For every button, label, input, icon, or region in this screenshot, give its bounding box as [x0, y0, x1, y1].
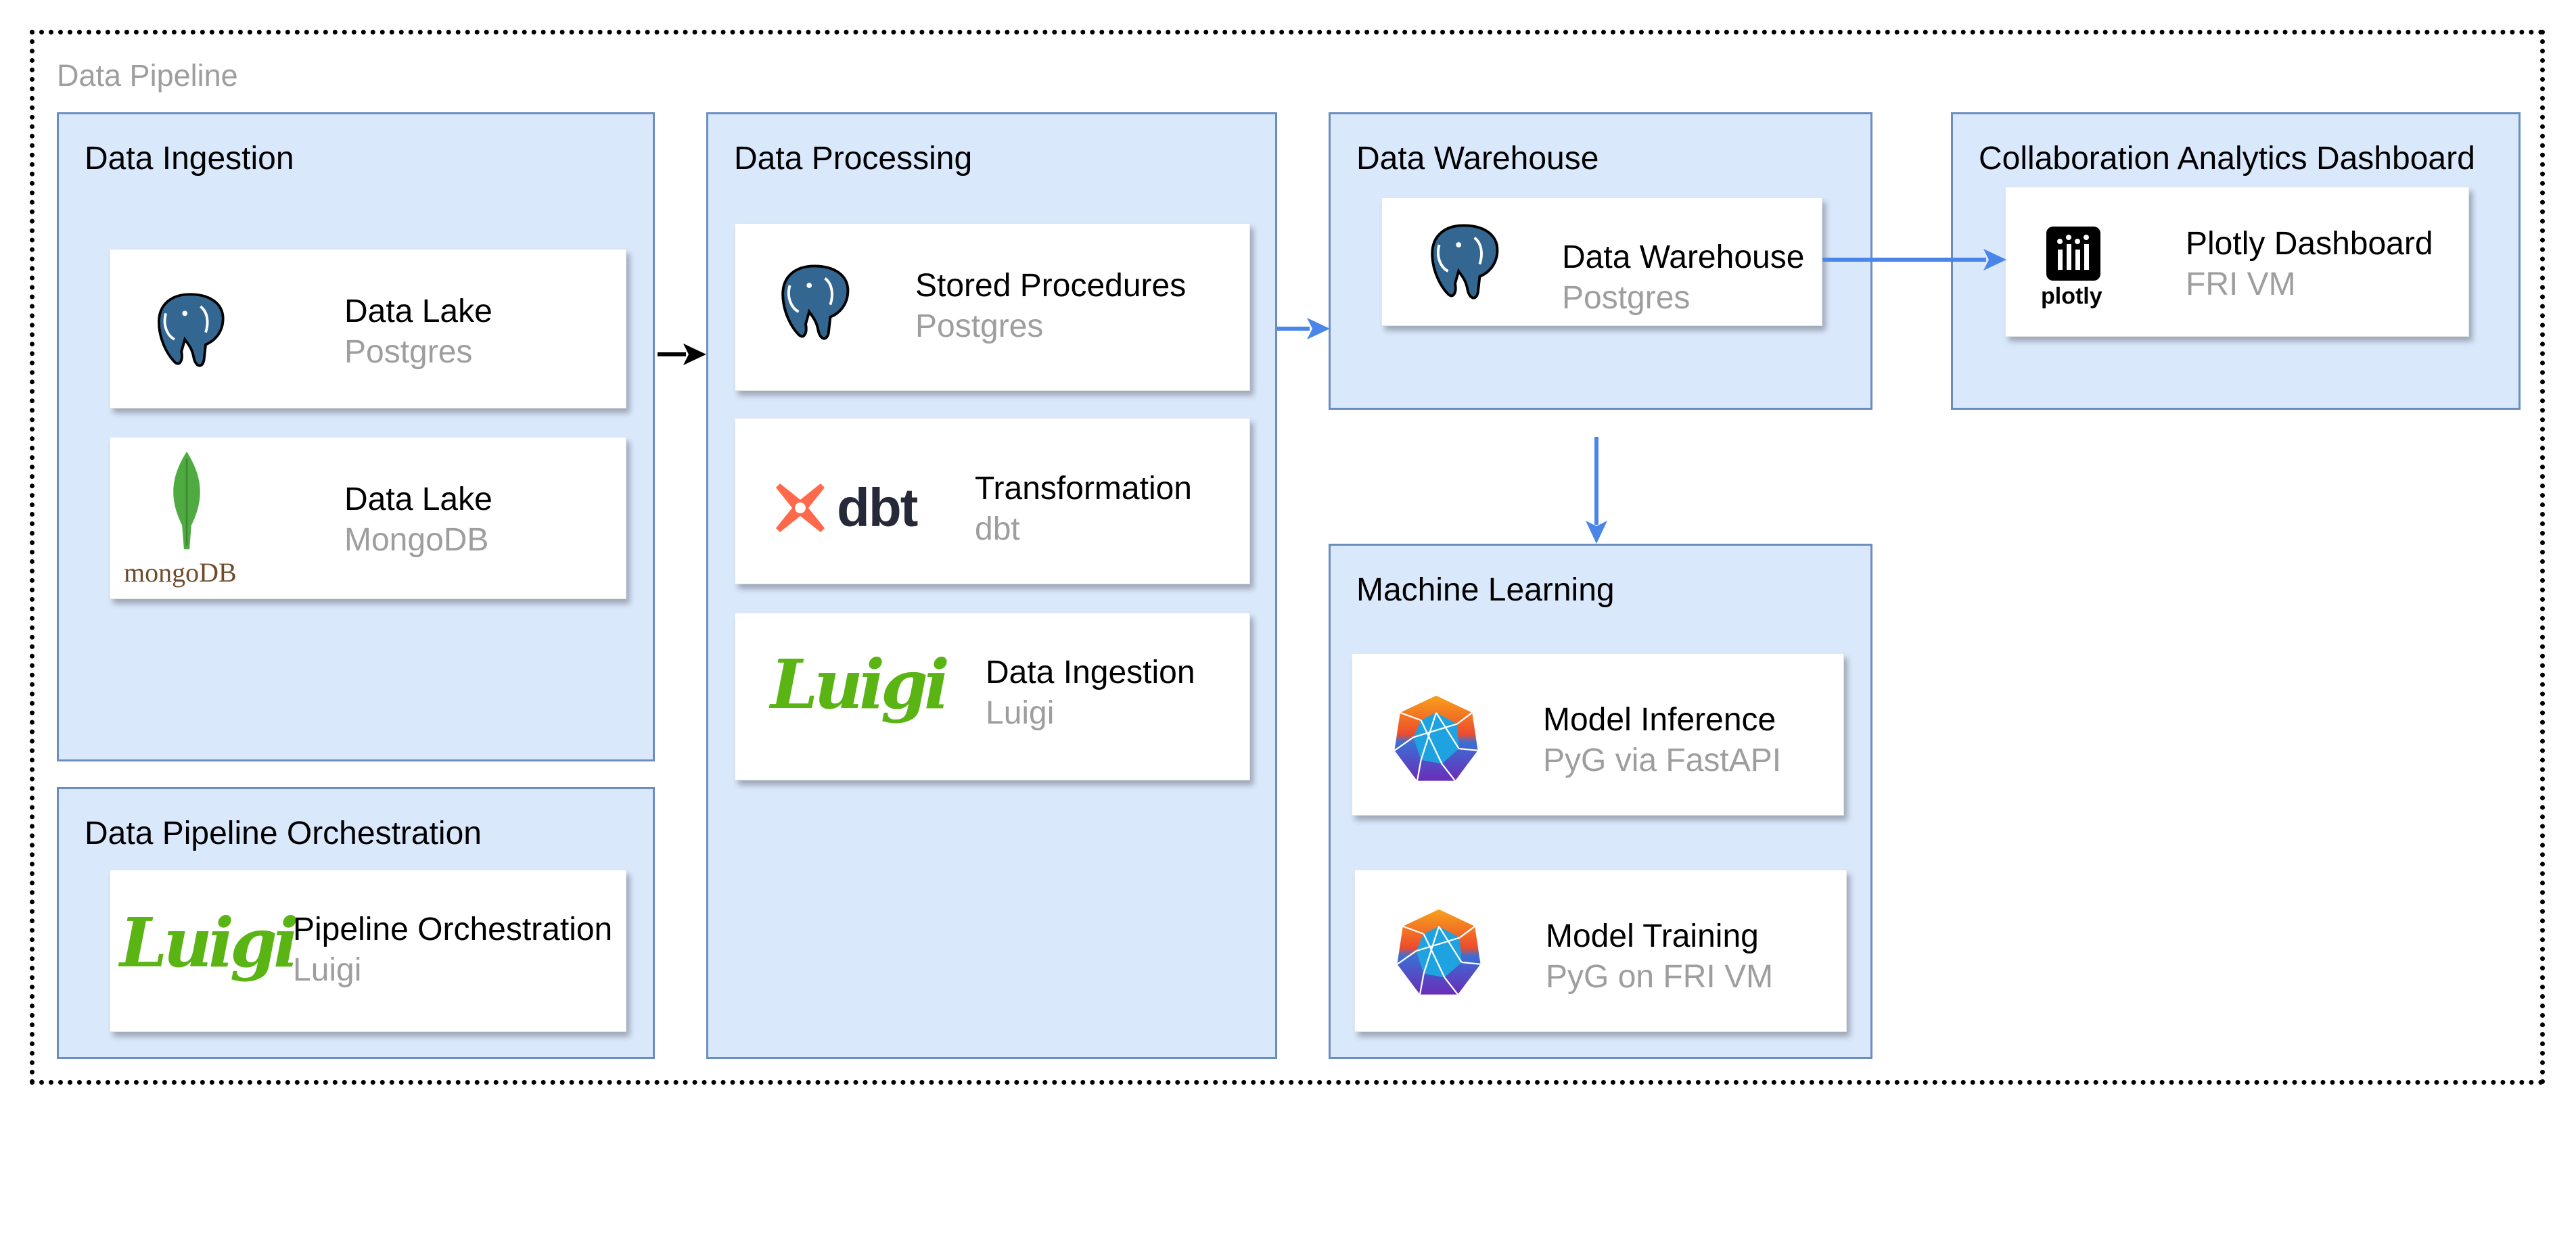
card-subtitle: Postgres	[1562, 280, 1690, 316]
card-name: Data Lake	[344, 481, 492, 517]
card-subtitle: Postgres	[344, 334, 473, 370]
card-data-ingestion-luigi[interactable]: Luigi Data Ingestion Luigi	[735, 613, 1250, 780]
card-plotly-dashboard[interactable]: plotly Plotly Dashboard FRI VM	[2005, 187, 2469, 337]
card-stored-procedures[interactable]: Stored Procedures Postgres	[735, 223, 1250, 391]
arrow-ingestion-to-processing	[658, 344, 706, 365]
card-subtitle: MongoDB	[344, 522, 489, 558]
plotly-wordmark: plotly	[2041, 283, 2102, 309]
dbt-wordmark: dbt	[837, 477, 918, 538]
postgres-elephant-icon	[1431, 224, 1499, 300]
arrow-processing-to-warehouse	[1277, 318, 1330, 339]
card-name: Model Inference	[1543, 702, 1776, 738]
card-name: Pipeline Orchestration	[293, 912, 613, 947]
luigi-logo-icon: Luigi	[120, 903, 299, 983]
card-subtitle: Postgres	[915, 308, 1044, 344]
data-pipeline-label: Data Pipeline	[57, 58, 238, 93]
card-subtitle: Luigi	[986, 695, 1055, 731]
mongodb-wordmark: mongoDB	[124, 557, 237, 588]
card-data-lake-mongodb[interactable]: mongoDB Data Lake MongoDB	[110, 437, 626, 599]
pyg-logo-icon	[1394, 695, 1478, 782]
group-title: Data Processing	[734, 141, 973, 177]
card-model-training[interactable]: Model Training PyG on FRI VM	[1354, 870, 1847, 1032]
arrow-warehouse-to-ml	[1586, 437, 1607, 544]
card-data-warehouse[interactable]: Data Warehouse Postgres	[1381, 197, 1822, 326]
card-transformation[interactable]: dbt Transformation dbt	[735, 418, 1250, 584]
card-name: Stored Procedures	[915, 268, 1187, 304]
mongodb-leaf-icon	[173, 451, 200, 550]
card-name: Data Ingestion	[986, 655, 1195, 690]
card-subtitle: dbt	[975, 511, 1020, 547]
card-name: Transformation	[975, 471, 1192, 507]
group-title: Machine Learning	[1356, 572, 1615, 608]
postgres-elephant-icon	[157, 293, 225, 367]
card-model-inference[interactable]: Model Inference PyG via FastAPI	[1352, 653, 1844, 816]
card-subtitle: Luigi	[293, 952, 362, 988]
postgres-elephant-icon	[781, 264, 850, 340]
card-subtitle: PyG via FastAPI	[1543, 743, 1782, 778]
dbt-logo-icon	[776, 484, 825, 532]
card-subtitle: FRI VM	[2186, 266, 2296, 302]
card-name: Plotly Dashboard	[2186, 226, 2433, 262]
luigi-logo-icon: Luigi	[770, 644, 950, 724]
card-pipeline-orchestration[interactable]: Luigi Pipeline Orchestration Luigi	[110, 870, 626, 1032]
card-name: Data Lake	[344, 293, 492, 329]
card-name: Model Training	[1546, 918, 1759, 954]
group-title: Collaboration Analytics Dashboard	[1979, 141, 2475, 177]
card-subtitle: PyG on FRI VM	[1546, 959, 1774, 995]
card-name: Data Warehouse	[1562, 239, 1805, 275]
group-title: Data Warehouse	[1356, 141, 1599, 177]
arrow-warehouse-to-dashboard	[1822, 249, 2006, 270]
plotly-logo-icon	[2046, 227, 2100, 281]
pyg-logo-icon	[1396, 909, 1481, 995]
card-data-lake-postgres[interactable]: Data Lake Postgres	[110, 249, 626, 408]
data-pipeline-boundary	[30, 30, 2545, 1085]
group-title: Data Pipeline Orchestration	[85, 816, 482, 851]
group-title: Data Ingestion	[85, 141, 294, 177]
